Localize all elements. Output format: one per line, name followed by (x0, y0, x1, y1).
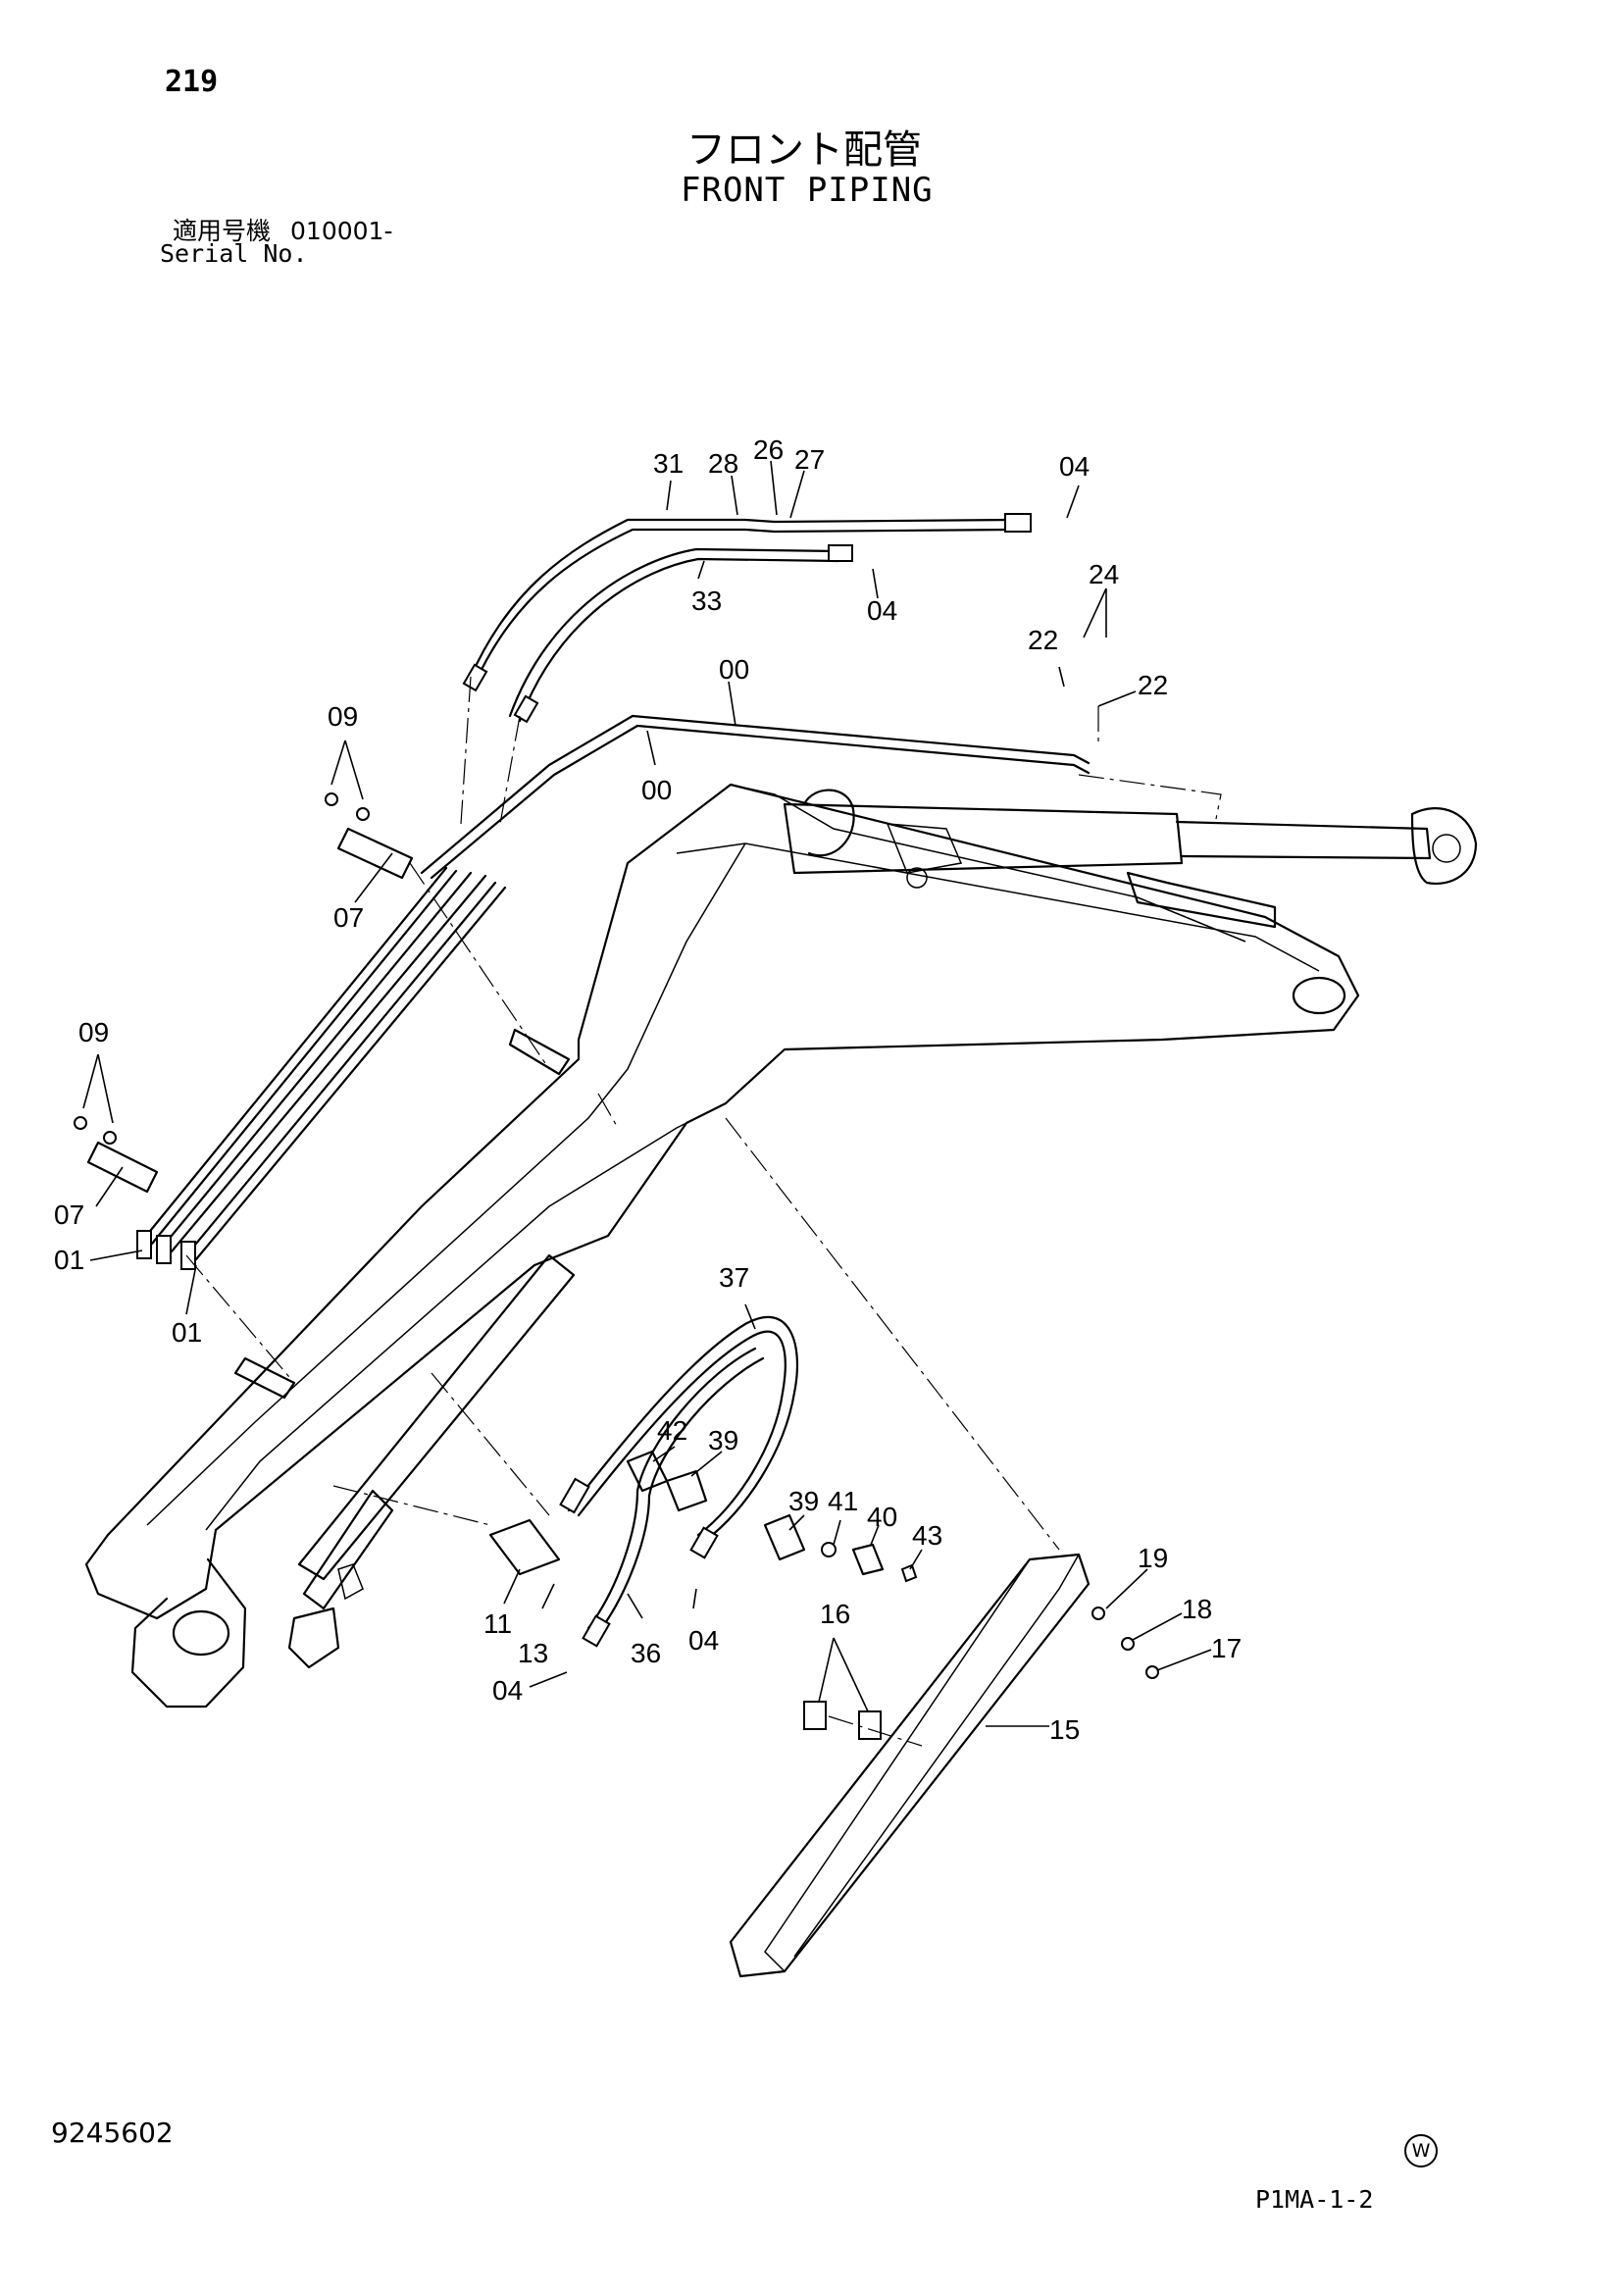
clip-39b (763, 1513, 806, 1561)
part-label: 04 (867, 595, 897, 626)
part-label: 07 (333, 902, 364, 933)
serial-label-english: Serial No. (160, 239, 308, 268)
boom-lower-edge (205, 1122, 687, 1531)
part-label: 18 (1182, 1594, 1212, 1624)
part-label: 37 (719, 1262, 749, 1293)
boom-foot-pin-hole (172, 1609, 230, 1657)
pipe-00 (420, 714, 1091, 875)
part-label: 41 (828, 1486, 858, 1516)
page-title-japanese: フロント配管 (686, 128, 922, 173)
clamps (74, 792, 571, 1400)
hose-31 (469, 518, 1012, 679)
part-label: 13 (518, 1638, 548, 1668)
part-label: 26 (753, 434, 784, 465)
part-label: 09 (78, 1017, 109, 1047)
document-number: 9245602 (51, 2117, 174, 2149)
reference-lines (185, 676, 1222, 1747)
part-label: 24 (1089, 559, 1119, 589)
boom-side-plate (730, 784, 1246, 943)
clip-39 (665, 1469, 708, 1512)
part-label: 27 (794, 444, 825, 475)
part-label: 15 (1049, 1714, 1080, 1745)
page-number: 219 (165, 65, 219, 99)
part-label: 39 (708, 1425, 738, 1455)
part-label: 00 (719, 654, 749, 685)
part-label: 28 (708, 448, 738, 479)
bucket-hoses (559, 1315, 798, 1648)
boom-outline (84, 783, 1360, 1620)
serial-range: 適用号機 010001- (173, 212, 412, 247)
pipe-01 (140, 866, 448, 1243)
part-label: 39 (788, 1486, 819, 1516)
small-parts (488, 1450, 1159, 1740)
hose-37 (567, 1315, 798, 1542)
boom-inner-edge (146, 842, 1320, 1526)
arm-cylinder (783, 789, 1478, 929)
part-label: 09 (328, 701, 358, 732)
page-code: P1MA-1-2 (1255, 2185, 1374, 2214)
clip-42 (626, 1450, 669, 1493)
hose-33 (508, 547, 840, 718)
hose-36 (586, 1347, 757, 1630)
part-label: 33 (691, 586, 722, 616)
part-label: 43 (912, 1520, 942, 1551)
boom-foot (130, 1557, 247, 1709)
part-label: 04 (688, 1625, 719, 1656)
spacer-16b (858, 1710, 882, 1740)
collar-41 (821, 1542, 837, 1557)
part-label: 07 (54, 1199, 84, 1230)
part-label: 11 (483, 1608, 512, 1639)
part-label: 19 (1138, 1543, 1168, 1573)
part-label: 31 (653, 448, 684, 479)
bracket-11 (488, 1518, 561, 1576)
part-labels: 31 28 26 27 04 33 04 24 22 22 00 00 09 0… (54, 434, 1242, 1745)
part-label: 04 (1059, 451, 1090, 482)
part-label: 00 (641, 775, 672, 805)
nut-43 (900, 1563, 918, 1583)
pipe-guard-15 (729, 1553, 1091, 1978)
part-label: 16 (820, 1599, 850, 1629)
spacer-16a (803, 1701, 827, 1730)
boom (84, 783, 1360, 1709)
part-label: 04 (492, 1675, 523, 1706)
part-label: 01 (172, 1317, 202, 1348)
boom-cylinder (287, 1253, 576, 1669)
page-title-english: FRONT PIPING (681, 171, 934, 210)
part-label: 42 (657, 1415, 687, 1446)
part-label: 01 (54, 1245, 84, 1275)
plate-40 (851, 1543, 885, 1576)
part-label: 36 (631, 1638, 661, 1668)
boom-top-pin-boss (1292, 976, 1346, 1015)
part-label: 22 (1028, 625, 1058, 655)
leader-lines (82, 460, 1212, 1727)
serial-value: 010001- (290, 217, 393, 245)
hoses-and-pipes (136, 513, 1091, 1270)
serial-label-japanese: 適用号機 (173, 217, 272, 245)
part-label: 17 (1211, 1633, 1242, 1663)
w-mark-icon: W (1404, 2134, 1438, 2168)
part-label: 22 (1138, 670, 1168, 700)
part-label: 40 (867, 1502, 897, 1532)
